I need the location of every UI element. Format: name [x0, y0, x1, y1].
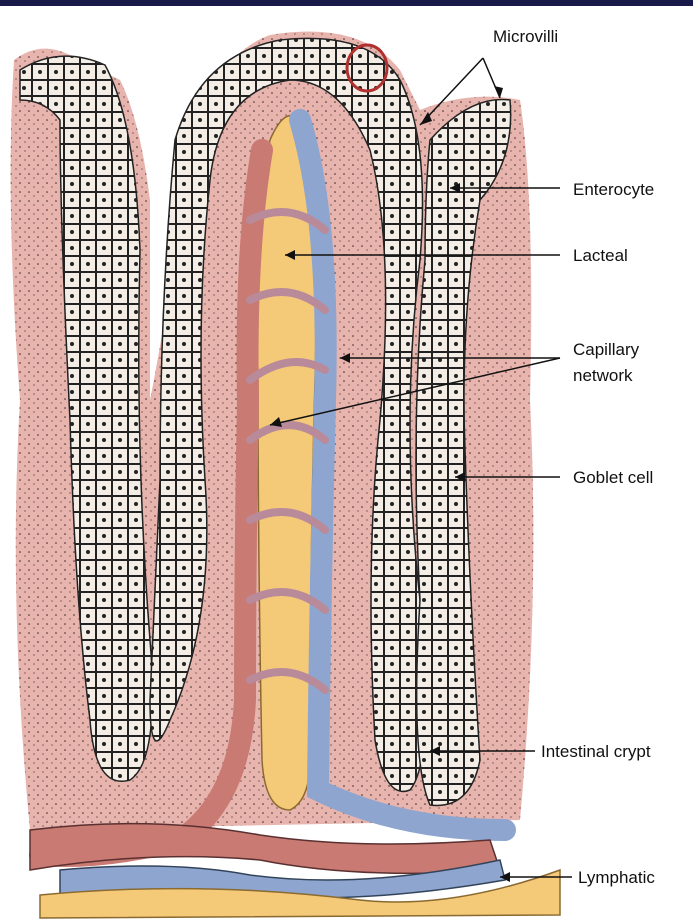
label-capillary-line2: network: [573, 364, 633, 388]
label-microvilli: Microvilli: [493, 25, 558, 49]
label-intestinal-crypt: Intestinal crypt: [541, 740, 651, 764]
label-goblet-cell: Goblet cell: [573, 466, 653, 490]
label-lacteal: Lacteal: [573, 244, 628, 268]
label-lymphatic: Lymphatic: [578, 866, 655, 890]
label-enterocyte: Enterocyte: [573, 178, 654, 202]
label-capillary-line1: Capillary: [573, 338, 639, 362]
